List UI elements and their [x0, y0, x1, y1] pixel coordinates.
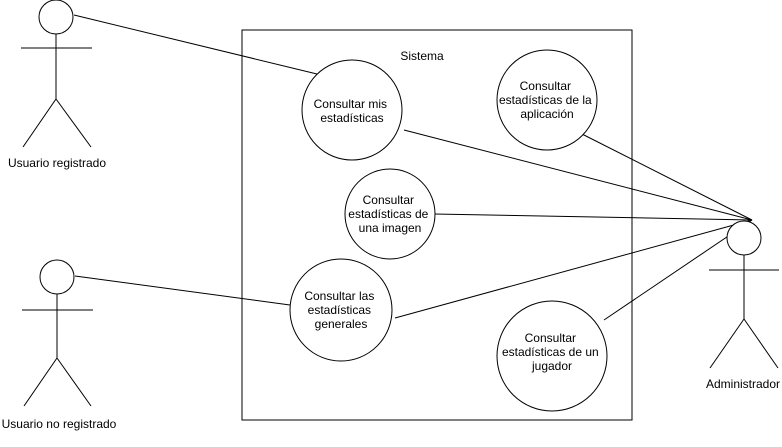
- actor-registered-user-label: Usuario registrado: [8, 156, 106, 170]
- use-case-image-stats[interactable]: Consultar estadísticas de una imagen: [344, 168, 436, 260]
- system-label: Sistema: [400, 49, 444, 63]
- association-registered-my-stats: [73, 14, 318, 75]
- association-image-stats-admin: [433, 213, 753, 221]
- actor-admin[interactable]: [709, 220, 779, 369]
- use-case-general-stats-line-1: Consultar las: [304, 289, 374, 303]
- use-case-app-stats-line-3: aplicación: [520, 107, 573, 121]
- association-my-stats-admin: [403, 129, 753, 221]
- svg-text:Consultar mis estadístic: Consultar mis estadísticas: [314, 97, 391, 125]
- use-case-general-stats-line-2: estadísticas: [308, 303, 371, 317]
- association-app-stats-admin: [581, 133, 753, 221]
- svg-text:Consultar estadísticas d: Consultar estadísticas de una imagen: [348, 193, 431, 235]
- actor-unregistered-user-label: Usuario no registrado: [2, 417, 117, 431]
- use-case-image-stats-line-1: Consultar: [363, 193, 414, 207]
- svg-text:Consultar las estadístic: Consultar las estadísticas generales: [304, 289, 377, 331]
- associations: [73, 14, 753, 321]
- use-case-app-stats[interactable]: Consultar estadísticas de la aplicación: [496, 49, 598, 151]
- use-case-app-stats-line-1: Consultar: [520, 79, 571, 93]
- association-general-stats-admin: [394, 219, 753, 319]
- use-case-player-stats-line-1: Consultar: [525, 331, 576, 345]
- use-case-my-stats[interactable]: Consultar mis estadísticas: [301, 59, 403, 161]
- use-case-player-stats-line-3: jugador: [531, 359, 572, 373]
- use-case-general-stats-line-3: generales: [315, 317, 368, 331]
- actor-unregistered-user[interactable]: [22, 259, 93, 407]
- system-boundary: [241, 29, 633, 421]
- use-case-general-stats[interactable]: Consultar las estadísticas generales: [289, 258, 393, 362]
- use-case-my-stats-line-2: estadísticas: [320, 111, 383, 125]
- svg-text:Consultar estadísticas d: Consultar estadísticas de la aplicación: [499, 79, 595, 121]
- actor-registered-user-head: [38, 0, 74, 35]
- use-case-app-stats-line-2: estadísticas de la: [499, 93, 592, 107]
- association-unregistered-general-stats: [74, 275, 291, 306]
- svg-text:Consultar estadísticas d: Consultar estadísticas de un jugador: [502, 331, 602, 373]
- use-case-image-stats-line-3: una imagen: [359, 221, 422, 235]
- use-case-player-stats-line-2: estadísticas de un: [502, 345, 599, 359]
- use-case-image-stats-line-2: estadísticas de: [348, 207, 428, 221]
- actor-unregistered-user-head: [39, 259, 75, 295]
- actor-admin-head: [726, 220, 762, 256]
- actor-admin-label: Administrador: [706, 377, 780, 391]
- actor-registered-user[interactable]: [21, 0, 92, 148]
- use-case-player-stats[interactable]: Consultar estadísticas de un jugador: [496, 300, 608, 412]
- use-case-my-stats-line-1: Consultar mis: [314, 97, 387, 111]
